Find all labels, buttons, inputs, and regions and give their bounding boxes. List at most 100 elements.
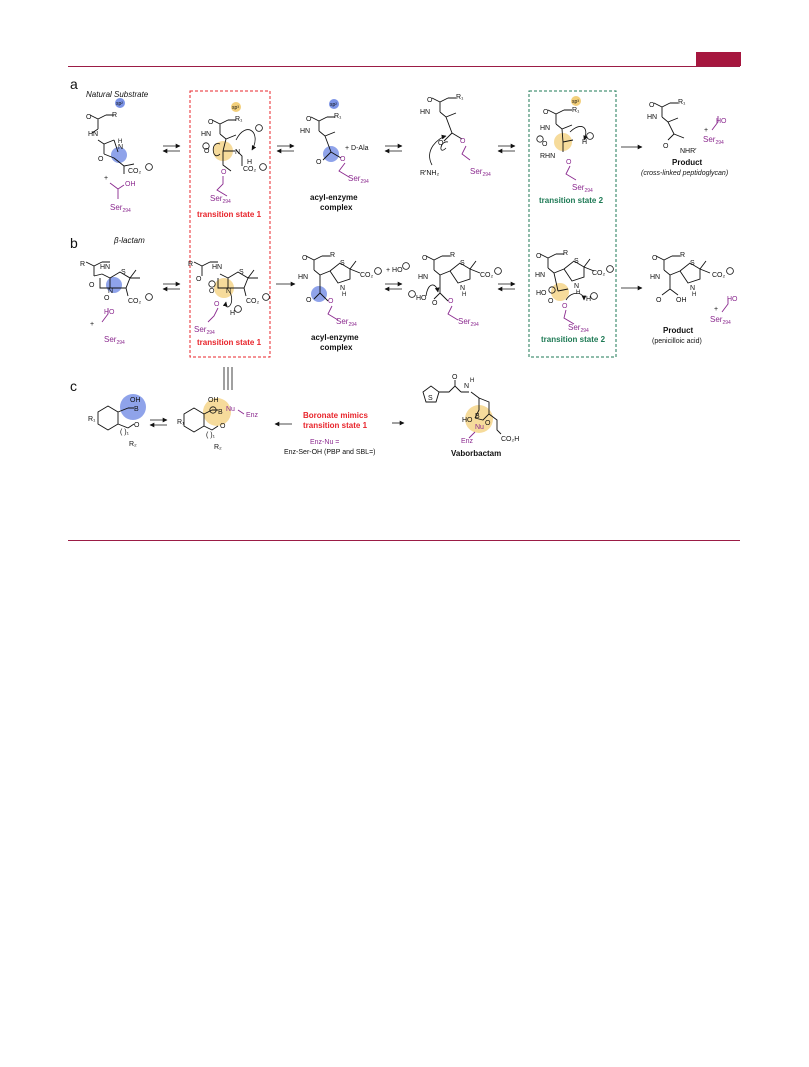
svg-text:S: S: [239, 269, 244, 276]
svg-text:H: H: [247, 159, 252, 166]
svg-text:+: +: [90, 321, 94, 328]
equilibrium-arrow-a1: [162, 143, 181, 154]
svg-text:HO: HO: [416, 295, 427, 302]
svg-text:HO: HO: [104, 309, 115, 316]
svg-text:R: R: [450, 252, 455, 259]
enz-label-adduct: Enz: [246, 412, 259, 419]
svg-text:RHN: RHN: [540, 153, 555, 160]
svg-text:R₁: R₁: [572, 107, 580, 114]
svg-text:CO₂: CO₂: [480, 272, 494, 279]
svg-text:HN: HN: [420, 109, 430, 116]
svg-text:Ser294: Ser294: [470, 167, 491, 178]
svg-text:R: R: [80, 261, 85, 268]
equilibrium-arrow-b1: [162, 281, 181, 292]
svg-text:O: O: [536, 253, 542, 260]
svg-text:N: N: [235, 149, 240, 156]
svg-text:HN: HN: [540, 125, 550, 132]
svg-text:S: S: [340, 260, 345, 267]
svg-text:S: S: [428, 395, 433, 402]
svg-text:HN: HN: [88, 131, 98, 138]
svg-text:R: R: [330, 252, 335, 259]
amine-attack-a: O R₁ HN O O Ser294 R′NH₂: [420, 94, 491, 178]
svg-text:Ser294: Ser294: [568, 323, 589, 334]
svg-text:O: O: [543, 109, 549, 116]
svg-text:O: O: [104, 295, 110, 302]
equilibrium-arrow-a3: [384, 143, 403, 154]
svg-text:H: H: [582, 139, 587, 146]
sp2-label: sp²: [116, 101, 123, 107]
footer-rule: [68, 540, 740, 541]
nu-label-adduct: Nu: [226, 406, 235, 413]
svg-text:Ser294: Ser294: [348, 174, 369, 185]
product-b: O R HN S N H CO₂ O OH + HO Ser294 Produc…: [650, 252, 738, 345]
sp2-badge-acyl-a: sp²: [330, 102, 337, 108]
svg-text:Ser294: Ser294: [104, 335, 125, 346]
svg-text:HO: HO: [727, 296, 738, 303]
svg-text:O: O: [663, 143, 669, 150]
svg-text:S: S: [460, 260, 465, 267]
svg-text:HN: HN: [298, 274, 308, 281]
ts2-structure-a: sp³ O R₁ HN O RHN H O Ser294 transition …: [536, 96, 604, 205]
svg-text:HN: HN: [300, 128, 310, 135]
svg-text:HN: HN: [418, 274, 428, 281]
svg-text:R₁: R₁: [678, 99, 686, 106]
ts1-label-b: transition state 1: [197, 338, 262, 347]
svg-text:R′NH₂: R′NH₂: [420, 170, 439, 177]
boronate-adduct-structure: R₁ OH B Nu Enz O ( )₁ R₂: [177, 397, 259, 451]
svg-text:H: H: [342, 292, 346, 298]
svg-text:O: O: [302, 255, 308, 262]
svg-text:S: S: [121, 269, 126, 276]
product-a: O R₁ HN O NHR′ + HO Ser294 Product (cros…: [641, 99, 728, 177]
ts1-label-a: transition state 1: [197, 210, 262, 219]
svg-text:S: S: [574, 258, 579, 265]
svg-text:HN: HN: [650, 274, 660, 281]
svg-text:Ser294: Ser294: [458, 317, 479, 328]
panel-b-letter: b: [70, 235, 78, 251]
ts1-box: [189, 90, 271, 358]
product-sub-a: (cross-linked peptidoglycan): [641, 170, 728, 177]
svg-text:H: H: [586, 296, 591, 303]
svg-text:HN: HN: [201, 131, 211, 138]
header-rule: [68, 66, 740, 67]
vaborbactam-structure: S O N H HO B O Nu Enz CO₂H Vaborbactam: [422, 374, 519, 458]
enz-label-vabor: Enz: [461, 438, 474, 445]
svg-text:O: O: [86, 114, 92, 121]
boronate-free-structure: R₁ OH B O ( )₁ R₂: [88, 394, 146, 448]
svg-text:O: O: [427, 97, 433, 104]
svg-text:+: +: [714, 306, 718, 313]
svg-text:O: O: [649, 102, 655, 109]
svg-text:O: O: [220, 423, 226, 430]
header-tab: [696, 52, 741, 66]
enznu-label: Enz-Nu =: [310, 439, 339, 446]
svg-text:O: O: [204, 148, 210, 155]
product-sub-b: (penicilloic acid): [652, 338, 702, 345]
svg-text:Ser294: Ser294: [194, 325, 215, 336]
svg-text:O: O: [485, 420, 491, 427]
svg-text:O: O: [562, 303, 568, 310]
svg-text:R₁: R₁: [334, 113, 342, 120]
svg-text:( )₁: ( )₁: [120, 429, 130, 436]
svg-text:NHR′: NHR′: [680, 148, 697, 155]
svg-text:O: O: [548, 298, 554, 305]
svg-text:O: O: [306, 116, 312, 123]
svg-text:B: B: [218, 409, 223, 416]
svg-text:N: N: [464, 383, 469, 390]
svg-text:HN: HN: [647, 114, 657, 121]
ho-plus-label: + HO: [386, 267, 403, 274]
equilibrium-arrow-a2: [276, 143, 295, 154]
svg-text:N: N: [340, 285, 345, 292]
svg-text:OH: OH: [125, 181, 136, 188]
svg-text:O: O: [448, 298, 454, 305]
svg-text:H: H: [692, 292, 696, 298]
svg-text:O: O: [306, 297, 312, 304]
svg-text:O: O: [452, 374, 458, 381]
svg-text:Ser294: Ser294: [710, 315, 731, 326]
ts2-label-a: transition state 2: [539, 196, 604, 205]
svg-text:H: H: [462, 292, 466, 298]
svg-text:R: R: [680, 252, 685, 259]
sp2-badge: [115, 98, 125, 108]
svg-text:O: O: [652, 255, 658, 262]
panel-a-letter: a: [70, 76, 78, 92]
ts1-structure-a: sp³ O R₁ HN O N H CO₂ O Ser294 transitio…: [197, 102, 267, 219]
svg-text:O: O: [328, 298, 334, 305]
